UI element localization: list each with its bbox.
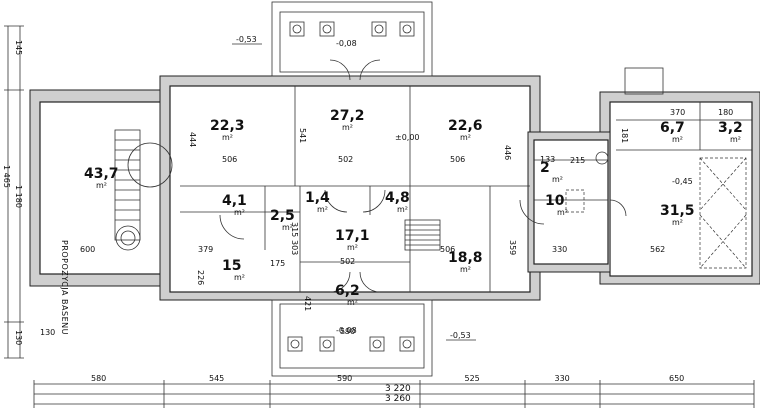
staircase	[404, 219, 441, 251]
interior-dim-23: 175	[270, 259, 285, 268]
level-bottom: -0,53	[450, 331, 471, 340]
level-top: -0,53	[236, 35, 257, 44]
pool-shape	[114, 129, 173, 251]
room-unit-living-left: m²	[222, 133, 233, 142]
room-unit-living-right: m²	[460, 133, 471, 142]
room-area-pool: 43,7	[84, 166, 119, 182]
interior-dim-0: 506	[222, 155, 237, 164]
room-area-pantry: 4,8	[385, 190, 410, 206]
room-unit-bath-left: m²	[234, 208, 245, 217]
bottom-seg-2: 590	[337, 374, 352, 383]
interior-dim-21: 421	[303, 296, 312, 311]
interior-dim-7: 379	[198, 245, 213, 254]
pool-label: PROPOZYCJA BASENU	[60, 240, 69, 335]
bottom-seg-1: 545	[209, 374, 224, 383]
room-area-storage-2: 3,2	[718, 120, 743, 136]
interior-dim-20: 226	[196, 270, 205, 285]
dim-left-1: 145	[14, 40, 23, 55]
room-unit-kitchen: m²	[460, 265, 471, 274]
room-area-living-center: 27,2	[330, 108, 365, 124]
interior-dim-22: 330	[552, 245, 567, 254]
room-area-storage-1: 6,7	[660, 120, 685, 136]
left-dimension-chain: 145 1 180 130 1 465	[2, 25, 24, 359]
interior-dim-6: 600	[80, 245, 95, 254]
interior-dim-24: 130	[40, 328, 55, 337]
room-area-hall: 17,1	[335, 228, 370, 244]
interior-dim-17: 180	[718, 108, 733, 117]
room-unit-pool: m²	[96, 181, 107, 190]
interior-dim-19: 181	[620, 128, 629, 143]
dim-left-total: 1 465	[2, 165, 11, 188]
bottom-seg-0: 580	[91, 374, 106, 383]
room-area-wc: 2,5	[270, 208, 295, 224]
interior-dim-9: 303	[290, 240, 299, 255]
interior-dim-15: 590	[340, 327, 355, 336]
interior-dim-13: 133	[540, 155, 555, 164]
dim-total-inner: 3 220	[385, 384, 411, 394]
room-unit-garage: m²	[672, 218, 683, 227]
bottom-seg-3: 525	[465, 374, 480, 383]
room-area-kitchen: 18,8	[448, 250, 483, 266]
interior-dim-4: 541	[298, 128, 307, 143]
dim-left-3: 130	[14, 330, 23, 345]
room-unit-wc: m²	[282, 223, 293, 232]
room-unit-small-room: m²	[552, 175, 563, 184]
level-terrace-top: -0,08	[336, 39, 357, 48]
interior-dim-5: 446	[503, 145, 512, 160]
interior-dim-12: 359	[508, 240, 517, 255]
room-area-bedroom-left: 15	[222, 258, 241, 274]
room-unit-bedroom-left: m²	[234, 273, 245, 282]
room-area-small-room: 2	[540, 160, 550, 176]
level-garage: -0,45	[672, 177, 693, 186]
top-columns	[289, 21, 415, 37]
bottom-seg-4: 330	[555, 374, 570, 383]
garage-car-outline	[699, 157, 747, 269]
interior-dim-16: 562	[650, 245, 665, 254]
dim-left-2: 1 180	[14, 185, 23, 208]
bottom-dimension-chain: 580 545 590 525 330 650 3 220 3 260	[33, 374, 755, 408]
bottom-columns	[287, 336, 415, 352]
bottom-porch	[271, 299, 433, 377]
room-unit-closet: m²	[317, 205, 328, 214]
room-unit-pantry: m²	[397, 205, 408, 214]
interior-dim-18: 370	[670, 108, 685, 117]
level-center: ±0,00	[395, 133, 420, 142]
room-area-living-right: 22,6	[448, 118, 483, 134]
room-area-entrance: 6,2	[335, 283, 360, 299]
room-unit-entrance: m²	[347, 298, 358, 307]
interior-dim-11: 506	[440, 245, 455, 254]
room-unit-hall: m²	[347, 243, 358, 252]
interior-dim-8: 315	[290, 222, 299, 237]
bottom-seg-5: 650	[669, 374, 684, 383]
interior-dim-14: 215	[570, 156, 585, 165]
dim-total-outer: 3 260	[385, 394, 411, 404]
room-unit-storage-2: m²	[730, 135, 741, 144]
room-area-closet: 1,4	[305, 190, 330, 206]
interior-dim-10: 502	[340, 257, 355, 266]
level-terrace-bottom: -0,08	[336, 326, 357, 335]
interior-dim-3: 444	[188, 132, 197, 147]
room-area-living-left: 22,3	[210, 118, 245, 134]
interior-dim-1: 502	[338, 155, 353, 164]
room-unit-living-center: m²	[342, 123, 353, 132]
interior-dim-2: 506	[450, 155, 465, 164]
room-unit-utility: m²	[557, 208, 568, 217]
room-area-utility: 10	[545, 193, 565, 209]
room-area-bath-left: 4,1	[222, 193, 247, 209]
room-unit-storage-1: m²	[672, 135, 683, 144]
room-area-garage: 31,5	[660, 203, 695, 219]
top-porch	[271, 1, 433, 77]
